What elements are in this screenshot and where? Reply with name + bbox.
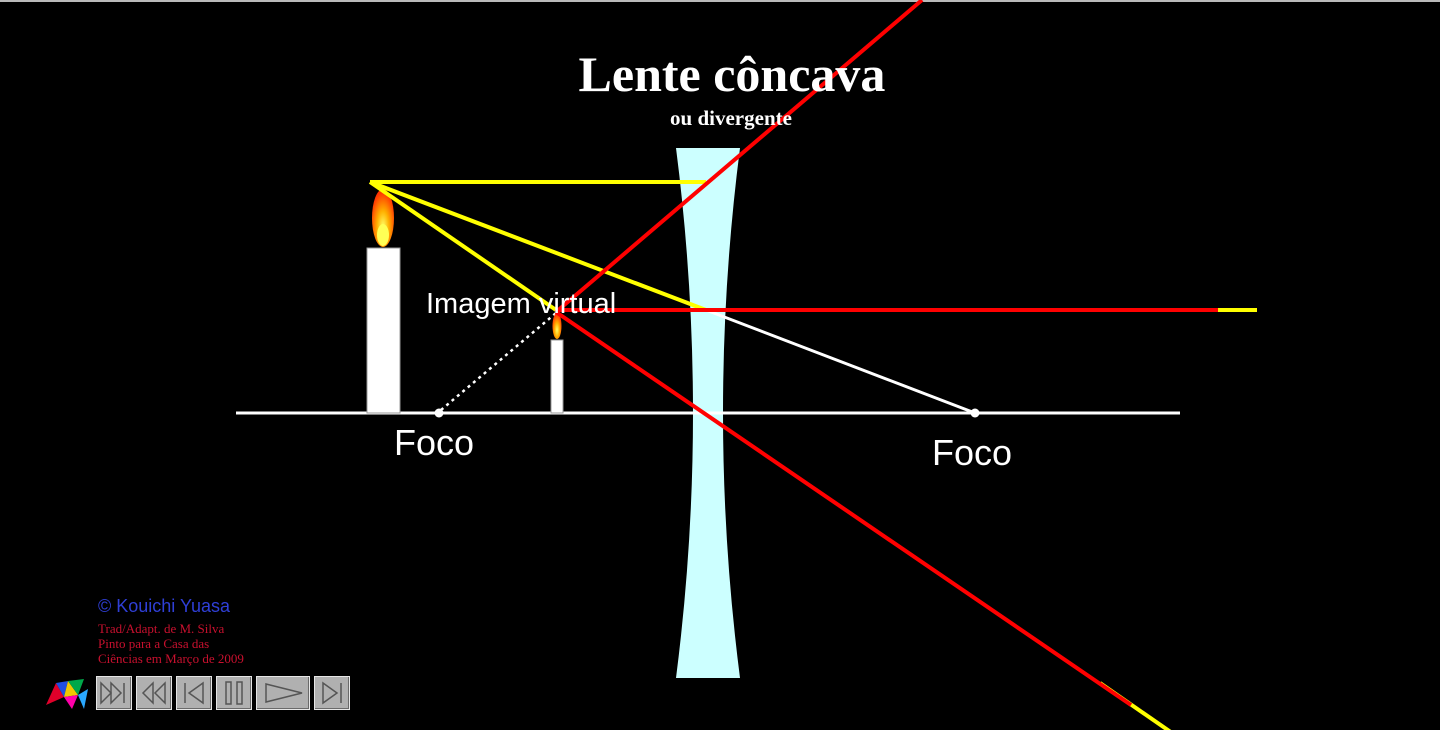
focus-point-left	[434, 408, 444, 418]
pause-button[interactable]	[216, 676, 252, 710]
previous-icon	[184, 681, 204, 705]
ray-focal-incident	[369, 180, 707, 312]
candle-image	[550, 339, 564, 414]
rewind-to-start-icon	[100, 681, 125, 705]
window-top-border	[0, 0, 1440, 2]
play-button[interactable]	[256, 676, 310, 710]
page-title: Lente côncava	[579, 46, 886, 102]
step-back-button[interactable]	[136, 676, 172, 710]
rewind-to-start-button[interactable]	[96, 676, 132, 710]
playback-controls	[44, 675, 350, 711]
step-back-icon	[141, 681, 166, 705]
translation-line-2: Pinto para a Casa das	[98, 636, 210, 651]
author-credit: © Kouichi Yuasa	[98, 596, 231, 616]
translation-credit: Trad/Adapt. de M. Silva Pinto para a Cas…	[98, 621, 318, 666]
focus-label-right: Foco	[932, 432, 1012, 473]
virtual-image-label: Imagem virtual	[426, 288, 616, 320]
translation-line-1: Trad/Adapt. de M. Silva	[98, 621, 225, 636]
candle-image-flame	[552, 313, 562, 339]
page-subtitle: ou divergente	[670, 106, 792, 130]
ray-refracted-diverging-up	[554, 0, 924, 314]
ray-refracted-diverging-down	[554, 310, 1133, 707]
candle-object	[366, 247, 401, 414]
diverging-ray-white	[705, 308, 976, 415]
candle-flame-core	[377, 224, 389, 246]
focus-label-left: Foco	[394, 422, 474, 463]
skip-to-end-icon	[322, 681, 342, 705]
skip-to-end-button[interactable]	[314, 676, 350, 710]
virtual-ray-extension	[440, 312, 557, 411]
logo-icon[interactable]	[44, 675, 90, 711]
previous-button[interactable]	[176, 676, 212, 710]
pause-icon	[225, 681, 243, 705]
play-icon	[265, 683, 303, 703]
translation-line-3: Ciências em Março de 2009	[98, 651, 244, 666]
ray-central	[368, 180, 558, 312]
